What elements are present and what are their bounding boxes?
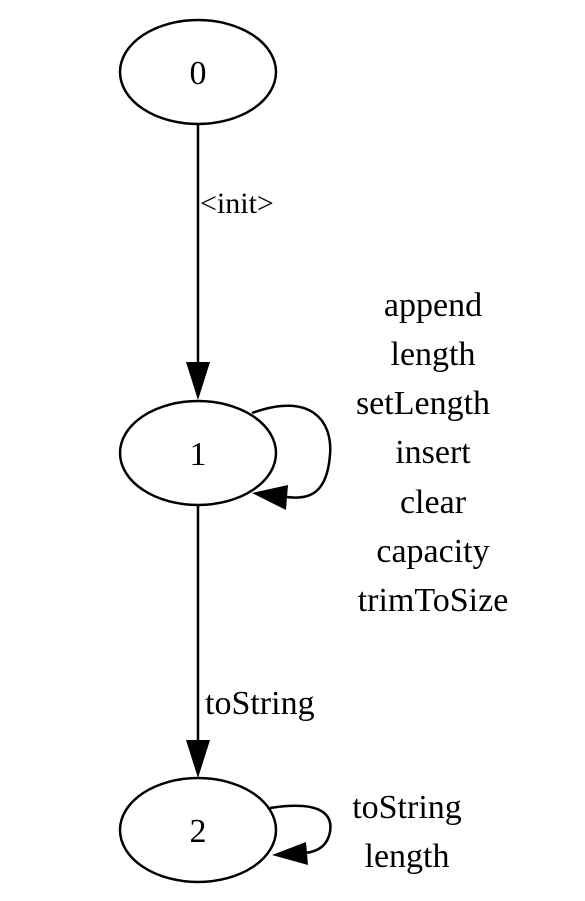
state-node-1-label: 1 — [190, 436, 207, 473]
transition-1-self-loop-label-length: length — [391, 336, 476, 373]
transition-0-to-1: <init> — [186, 124, 274, 400]
transition-1-to-2-label: toString — [205, 685, 315, 722]
transition-1-self-loop-edge — [251, 404, 332, 499]
transition-2-self-loop-label-length: length — [365, 838, 450, 875]
transition-1-self-loop-label-insert: insert — [395, 434, 471, 471]
state-node-2: 2 — [118, 776, 278, 884]
transition-1-to-2: toString — [186, 505, 315, 778]
state-node-0-label: 0 — [190, 55, 207, 92]
transition-1-self-loop-label-append: append — [384, 287, 482, 324]
transition-1-self-loop: append length setLength insert clear cap… — [251, 287, 509, 619]
transition-1-self-loop-label-setlength: setLength — [356, 385, 490, 422]
transition-0-to-1-label: <init> — [200, 187, 274, 220]
state-node-1: 1 — [118, 399, 278, 507]
state-node-0: 0 — [118, 18, 278, 126]
transition-1-to-2-arrowhead — [186, 740, 210, 778]
transition-2-self-loop-label-tostring: toString — [352, 789, 462, 826]
transition-1-self-loop-label-trimtosize: trimToSize — [358, 582, 509, 619]
state-node-2-label: 2 — [190, 813, 207, 850]
transition-2-self-loop: toString length — [269, 789, 462, 875]
transition-1-self-loop-arrowhead — [252, 485, 288, 510]
transition-2-self-loop-edge — [269, 804, 332, 855]
transition-2-self-loop-arrowhead — [272, 842, 308, 865]
transition-1-self-loop-label-clear: clear — [400, 484, 467, 521]
transition-0-to-1-arrowhead — [186, 362, 210, 400]
transition-1-self-loop-label-capacity: capacity — [376, 533, 489, 570]
